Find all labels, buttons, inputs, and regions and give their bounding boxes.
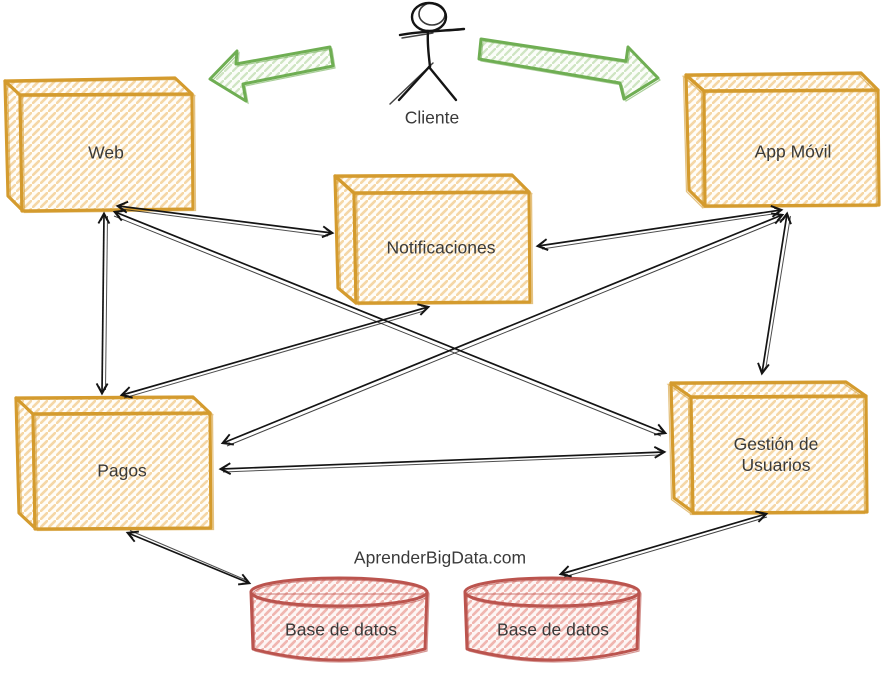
connector-pagos-db-left	[125, 530, 252, 586]
actor-label: Cliente	[404, 107, 460, 128]
connector-web-notificaciones	[115, 200, 335, 239]
connector-app-movil-gestion-usuarios	[757, 211, 792, 376]
connector-pagos-gestion-usuarios	[218, 446, 667, 475]
database-right-label: Base de datos	[497, 619, 609, 640]
client-actor-figure	[389, 1, 466, 105]
node-app-movil-label: App Móvil	[754, 141, 832, 162]
database-left-label: Base de datos	[285, 619, 397, 640]
node-gestion-usuarios-label: Gestión de Usuarios	[733, 434, 819, 475]
client-arrow-right	[477, 37, 661, 102]
node-app-movil-box	[682, 71, 881, 209]
node-pagos-label: Pagos	[97, 460, 147, 481]
watermark-text: AprenderBigData.com	[353, 547, 527, 568]
connector-app-movil-pagos	[220, 212, 785, 447]
connector-gestion-usuarios-db-right	[558, 510, 769, 578]
node-web-label: Web	[88, 142, 124, 163]
connector-pagos-notificaciones	[119, 303, 431, 399]
client-arrow-left	[208, 45, 336, 104]
connector-web-pagos	[95, 211, 111, 396]
node-notificaciones-label: Notificaciones	[386, 237, 496, 258]
